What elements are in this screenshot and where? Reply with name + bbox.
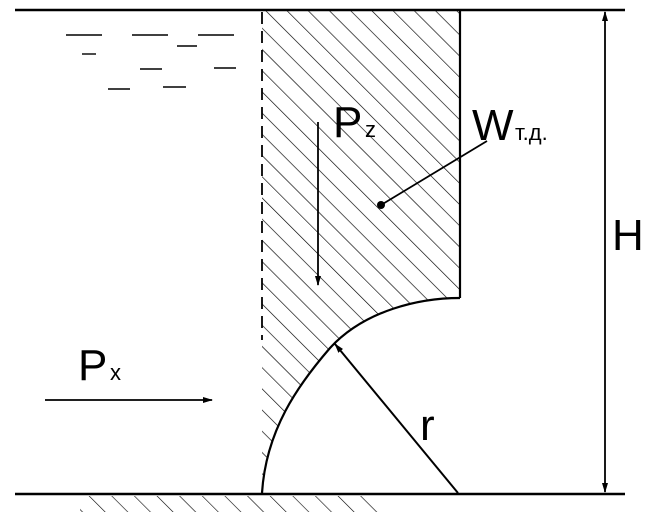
w-leader-line — [380, 140, 488, 206]
w-subscript: т.д. — [515, 120, 548, 145]
h-label: H — [612, 211, 644, 260]
r-arrow — [334, 343, 459, 494]
w-center-dot — [377, 201, 385, 209]
pz-subscript: z — [365, 117, 376, 142]
px-label: P — [78, 341, 107, 390]
w-label: W — [472, 101, 514, 150]
ground-hatching — [80, 496, 380, 512]
pz-label: P — [333, 98, 362, 147]
curved-surface — [260, 296, 461, 494]
r-label: r — [420, 401, 435, 450]
px-subscript: x — [110, 360, 121, 385]
water-surface-icon — [66, 34, 236, 90]
